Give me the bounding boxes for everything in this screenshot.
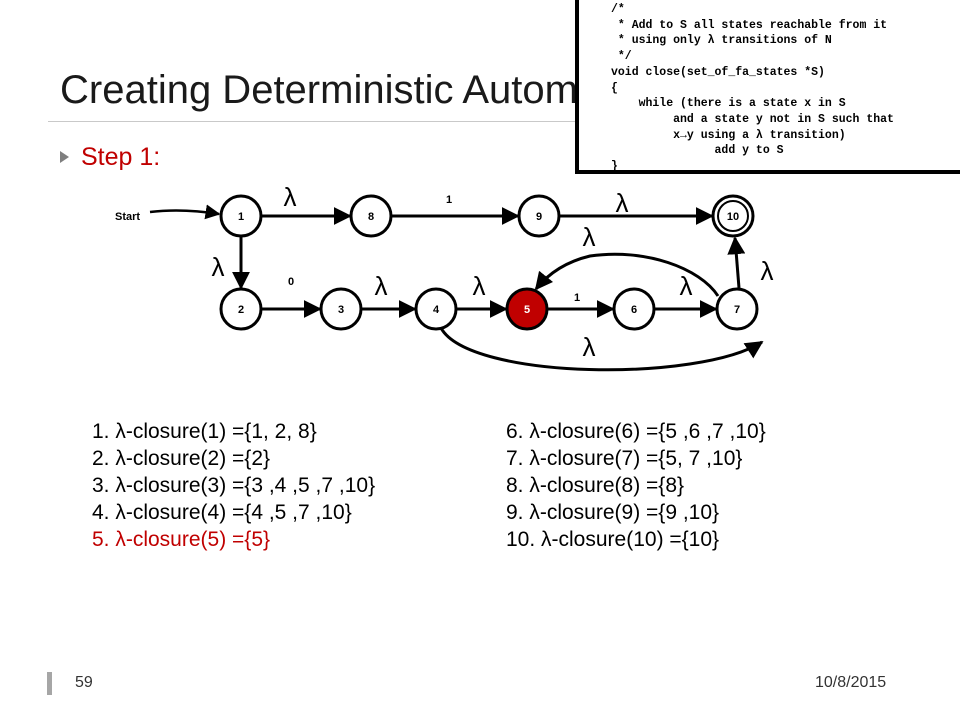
code-line: {: [611, 81, 618, 95]
slide-date: 10/8/2015: [815, 674, 887, 691]
transition-4-7: [439, 327, 764, 372]
code-line: x→y using a λ transition): [611, 128, 846, 142]
state-2: [219, 287, 263, 331]
transition-label: λ: [583, 332, 596, 362]
code-line: while (there is a state x in S: [611, 97, 846, 111]
state-1: [219, 194, 263, 238]
start-arrow: [149, 204, 221, 220]
transition-label: λ: [473, 271, 486, 301]
code-line: add y to S: [611, 144, 784, 158]
code-line: */: [611, 50, 632, 64]
footer-marker: [47, 672, 52, 695]
transition-label: λ: [212, 252, 225, 282]
transition-label: 1: [574, 292, 580, 304]
code-line: void close(set_of_fa_states *S): [611, 65, 825, 79]
code-line: * Add to S all states reachable from it: [611, 18, 888, 32]
state-label: 7: [734, 304, 740, 316]
closure-list-right: 6. λ-closure(6) ={5 ,6 ,7 ,10} 7. λ-closu…: [506, 418, 766, 553]
code-line: }: [611, 160, 618, 174]
closure-item: 5. λ-closure(5) ={5}: [92, 528, 271, 551]
closure-item: 1. λ-closure(1) ={1, 2, 8}: [92, 420, 317, 443]
state-9: [517, 194, 561, 238]
closure-item: 10. λ-closure(10) ={10}: [506, 528, 720, 551]
state-6: [612, 287, 656, 331]
state-label: 10: [727, 211, 739, 223]
closure-item: 8. λ-closure(8) ={8}: [506, 474, 685, 497]
transition-label: λ: [680, 271, 693, 301]
code-snippet: /* * Add to S all states reachable from …: [611, 2, 894, 175]
bullet-arrow-icon: [60, 151, 69, 163]
transition-label: 1: [446, 194, 452, 206]
start-label: Start: [115, 211, 140, 223]
transition-label: λ: [616, 188, 629, 218]
slide-title: Creating Deterministic Automata: [60, 68, 634, 112]
state-label: 2: [238, 304, 244, 316]
code-line: * using only λ transitions of N: [611, 34, 832, 48]
code-line: /*: [611, 3, 625, 16]
code-snippet-box: /* * Add to S all states reachable from …: [575, 0, 960, 174]
code-line: and a state y not in S such that: [611, 112, 894, 126]
title-divider: [48, 121, 583, 122]
state-label: 1: [238, 211, 244, 223]
state-4: [414, 287, 458, 331]
closure-item: 3. λ-closure(3) ={3 ,4 ,5 ,7 ,10}: [92, 474, 376, 497]
transition-label: λ: [583, 222, 596, 252]
state-5: [505, 287, 549, 331]
accepting-ring: [717, 200, 749, 232]
state-7: [715, 287, 759, 331]
closure-item: 9. λ-closure(9) ={9 ,10}: [506, 501, 720, 524]
transition-label: λ: [284, 182, 297, 212]
closure-item: 6. λ-closure(6) ={5 ,6 ,7 ,10}: [506, 420, 766, 443]
step-label: Step 1:: [81, 142, 161, 171]
closure-list-left: 1. λ-closure(1) ={1, 2, 8} 2. λ-closure(2…: [92, 418, 375, 553]
transition-label: 0: [288, 276, 294, 288]
transition-7-10: [727, 236, 746, 289]
transition-label: λ: [761, 256, 774, 286]
state-label: 8: [368, 211, 374, 223]
closure-item: 4. λ-closure(4) ={4 ,5 ,7 ,10}: [92, 501, 352, 524]
state-8: [349, 194, 393, 238]
closure-item: 7. λ-closure(7) ={5, 7 ,10}: [506, 447, 743, 470]
page-number: 59: [75, 674, 93, 691]
state-label: 9: [536, 211, 542, 223]
state-label: 6: [631, 304, 637, 316]
closure-item: 2. λ-closure(2) ={2}: [92, 447, 271, 470]
state-3: [319, 287, 363, 331]
state-label: 5: [524, 304, 530, 316]
step-heading: Step 1:: [60, 140, 160, 174]
state-label: 4: [433, 304, 440, 316]
state-label: 3: [338, 304, 344, 316]
transition-7-5: [534, 252, 720, 297]
transition-label: λ: [375, 271, 388, 301]
